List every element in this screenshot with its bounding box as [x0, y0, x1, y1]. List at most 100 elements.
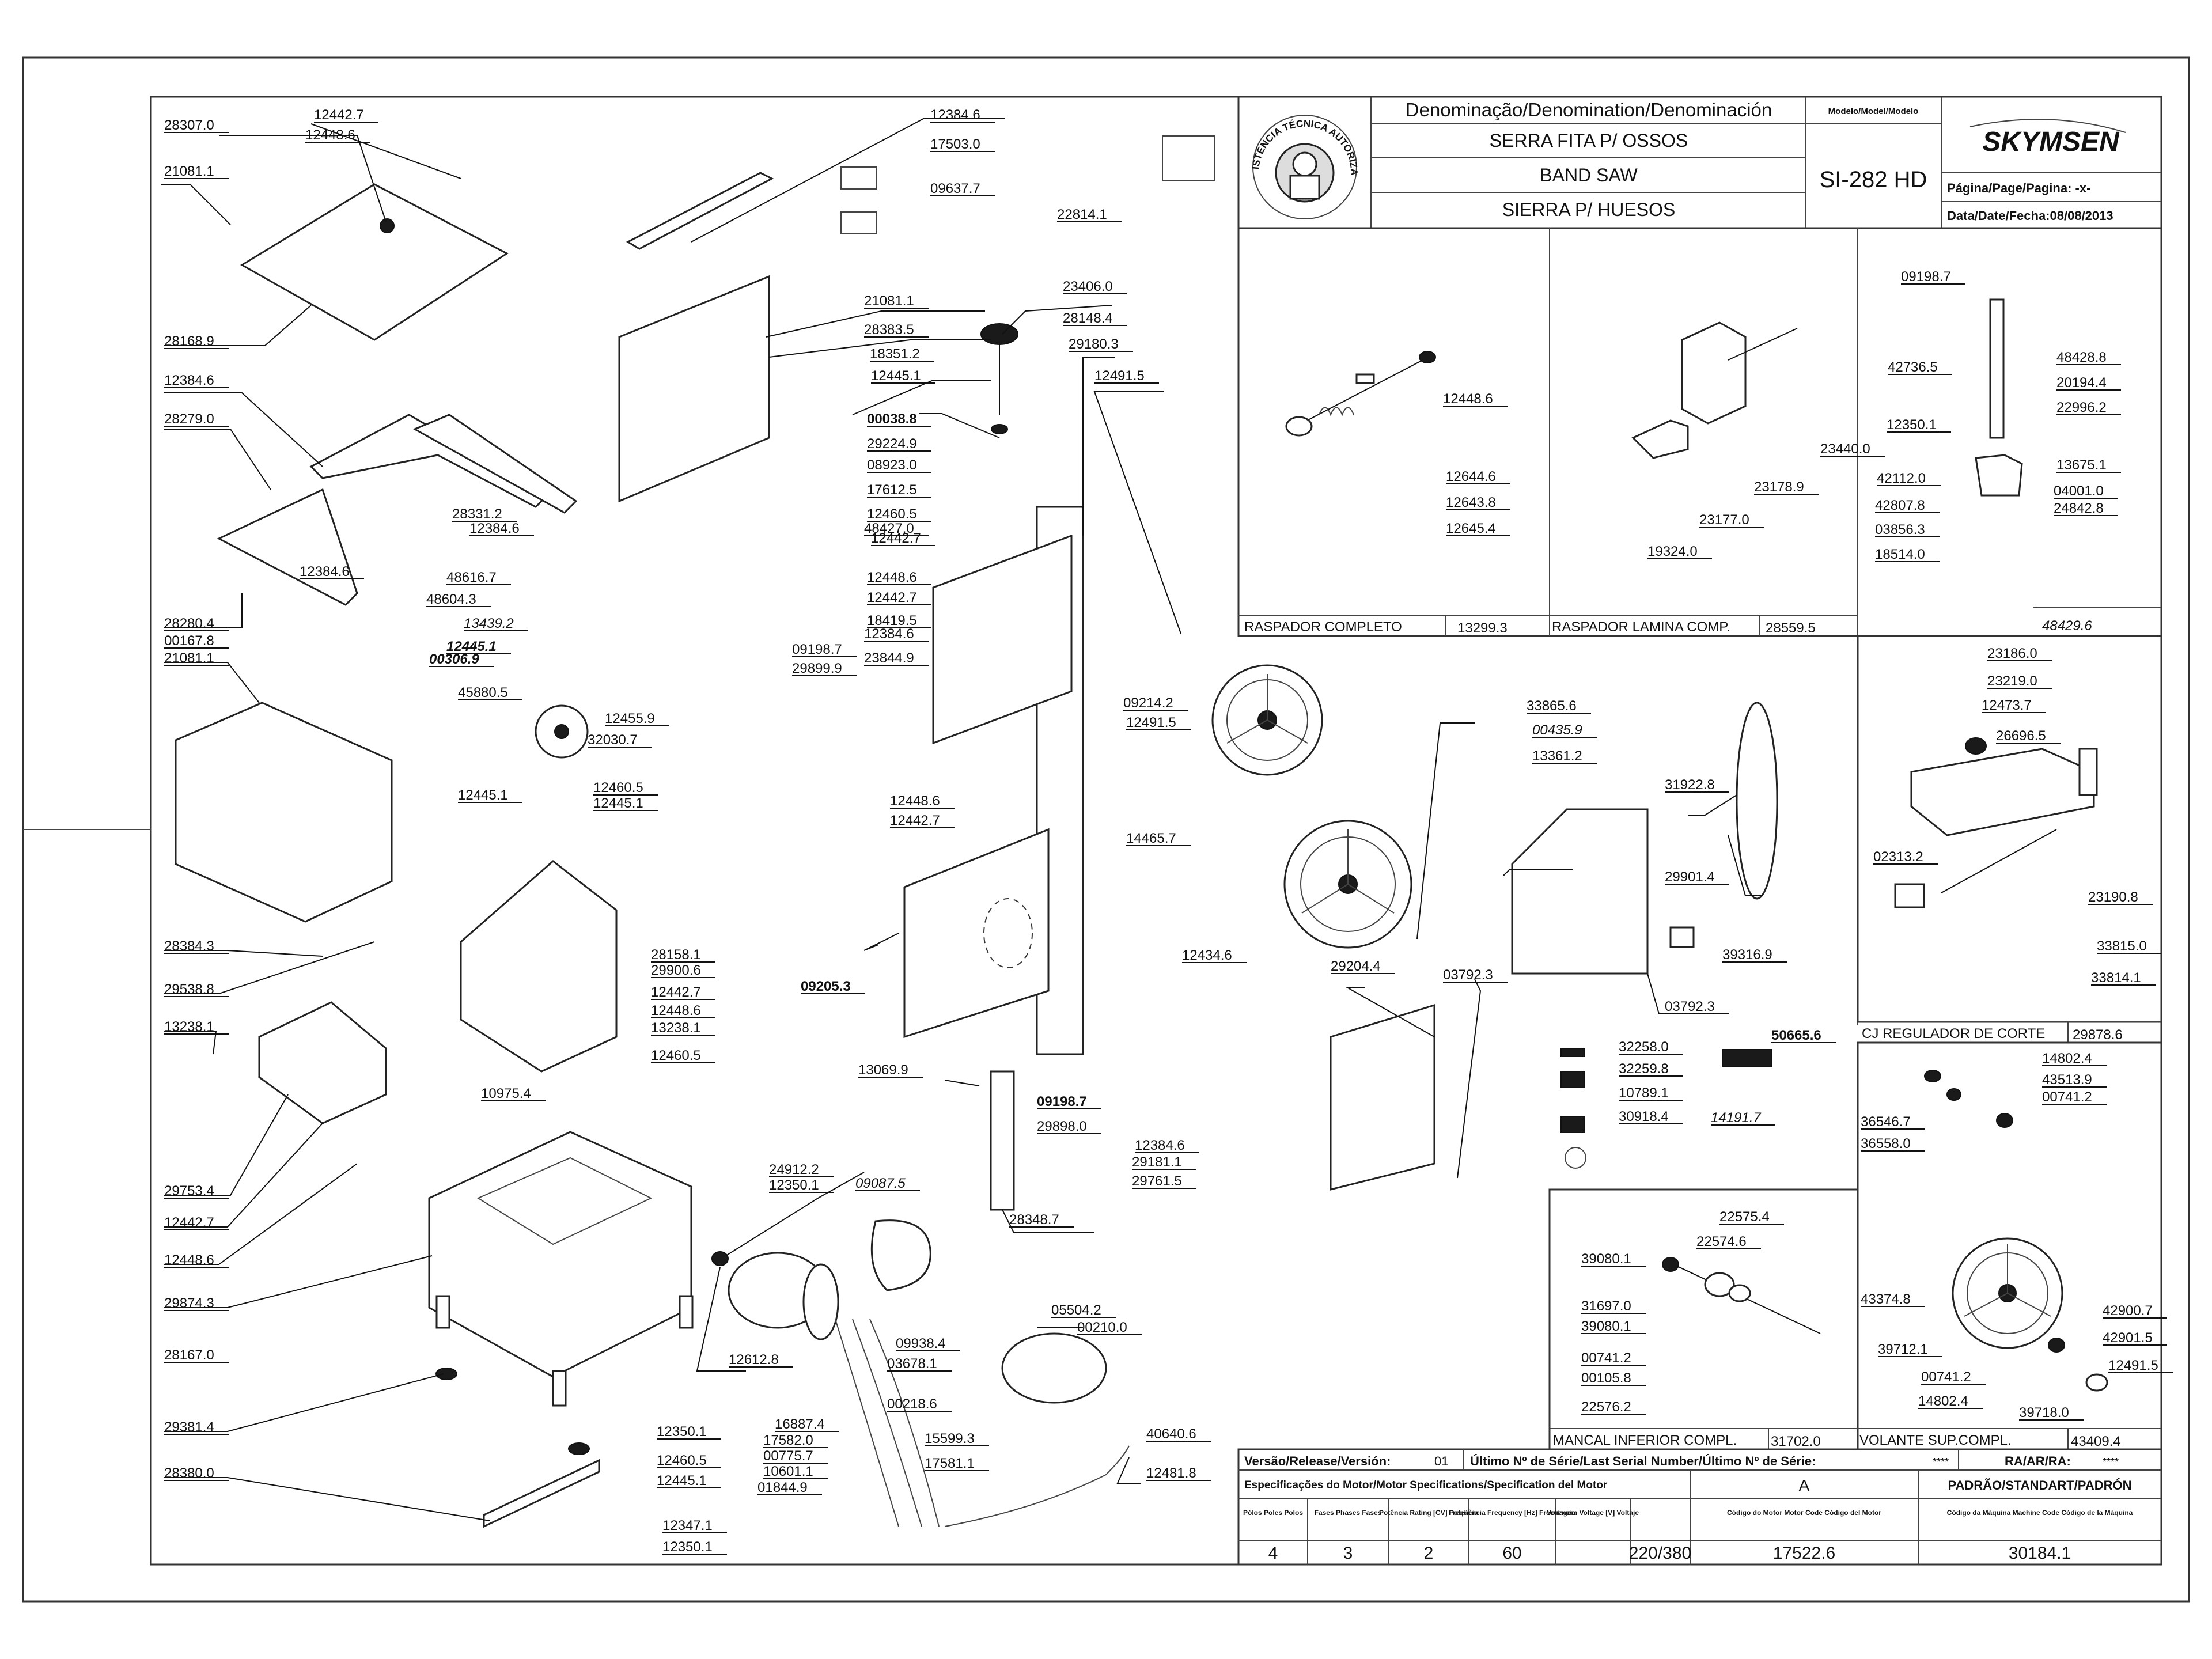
part-callout-box1-2: 12643.8 — [1446, 495, 1496, 510]
base-cabinet-top — [476, 1157, 653, 1245]
motor-code-value: 17522.6 — [1773, 1544, 1835, 1563]
part-callout-left-2: 12448.6 — [305, 127, 355, 143]
part-callout-right_mid-3: 31922.8 — [1665, 777, 1715, 793]
part-callout-left-20: 28380.0 — [164, 1465, 214, 1481]
ra-label: RA/AR/RA: — [2005, 1454, 2071, 1468]
part-callout-left-19: 29381.4 — [164, 1419, 214, 1435]
serial-value: **** — [1933, 1456, 1949, 1468]
part-callout-right_mid-2: 13361.2 — [1532, 748, 1582, 764]
saw-band — [1736, 702, 1778, 900]
part-callout-center-5: 29899.9 — [792, 661, 842, 676]
guide-rail-3 — [412, 414, 578, 514]
part-callout-left-9: 00167.8 — [164, 633, 214, 649]
machine-code-value: 30184.1 — [2009, 1544, 2071, 1563]
part-callout-right_mid-13: 30918.4 — [1619, 1109, 1669, 1124]
part-callout-box6-12: 39718.0 — [2019, 1405, 2069, 1421]
part-callout-left-3: 21081.1 — [164, 164, 214, 179]
ra-value: **** — [2103, 1456, 2119, 1468]
machine-code-header: Código da Máquina Machine Code Código de… — [1947, 1509, 2133, 1517]
part-callout-right_mid-7: 29204.4 — [1331, 959, 1381, 974]
part-callout-center-29: 16887.4 — [775, 1416, 825, 1432]
part-callout-box5-5: 00741.2 — [1581, 1350, 1631, 1366]
part-callout-mid-5: 12460.5 — [651, 1048, 701, 1063]
part-callout-box1-0: 12448.6 — [1443, 391, 1493, 407]
name-en: BAND SAW — [1540, 165, 1638, 185]
part-callout-top_mid-22: 48616.7 — [446, 570, 497, 585]
lower-wheel-cover — [1330, 1003, 1435, 1191]
part-callout-top_mid-10: 08923.0 — [867, 457, 917, 473]
part-callout-right_mid-11: 32259.8 — [1619, 1061, 1669, 1077]
part-callout-left-5: 12384.6 — [164, 373, 214, 388]
part-callout-right_mid-9: 32258.0 — [1619, 1039, 1669, 1055]
part-callout-top_mid-32: 12445.1 — [458, 787, 508, 803]
part-callout-center-7: 12491.5 — [1126, 715, 1176, 730]
callout-labels: 28307.012442.712448.621081.128168.912384… — [164, 107, 2173, 1555]
part-callout-mid-6: 10975.4 — [481, 1086, 531, 1101]
poles-header: Pólos Poles Polos — [1243, 1509, 1303, 1517]
part-callout-top_mid-19: 23844.9 — [864, 650, 914, 666]
part-callout-left-16: 12448.6 — [164, 1252, 214, 1268]
label-plate-3 — [1162, 135, 1215, 181]
part-callout-box4-5: 23190.8 — [2088, 889, 2138, 905]
lower-wheel — [1283, 820, 1412, 949]
part-callout-box6-1: 43513.9 — [2042, 1072, 2092, 1088]
motor — [711, 1251, 839, 1340]
part-callout-top_mid-28: 12455.9 — [605, 711, 655, 726]
part-callout-top_mid-12: 12460.5 — [867, 506, 917, 522]
part-callout-center-2: 29180.3 — [1069, 336, 1119, 352]
part-callout-left-15: 12442.7 — [164, 1215, 214, 1230]
part-callout-box6-7: 39712.1 — [1878, 1342, 1928, 1357]
part-callout-box3-4: 22996.2 — [2056, 400, 2107, 415]
part-callout-right_mid-10: 50665.6 — [1771, 1028, 1821, 1043]
leader-lines — [161, 118, 1763, 1521]
part-callout-box6-9: 00741.2 — [1921, 1369, 1971, 1385]
page-label: Página/Page/Pagina: -x- — [1947, 181, 2090, 195]
part-callout-box3-3: 20194.4 — [2056, 375, 2107, 391]
part-callout-left-13: 13238.1 — [164, 1019, 214, 1035]
mancal-code: 31702.0 — [1771, 1434, 1821, 1449]
part-callout-box4-6: 33815.0 — [2097, 938, 2147, 954]
part-callout-mid-3: 12448.6 — [651, 1003, 701, 1018]
part-callout-center-32: 00775.7 — [763, 1448, 813, 1464]
part-callout-box5-1: 22574.6 — [1696, 1234, 1747, 1249]
box6-upper-wheel-drawing — [1924, 1070, 2108, 1392]
upper-side-panel — [618, 275, 770, 503]
part-callout-box3-11: 03856.3 — [1875, 522, 1925, 537]
part-callout-center-31: 15599.3 — [925, 1431, 975, 1446]
part-callout-left-7: 12384.6 — [300, 564, 350, 579]
col-a-label: A — [1799, 1476, 1810, 1494]
part-callout-center-23: 12612.8 — [729, 1352, 779, 1368]
part-callout-mid-11: 12350.1 — [662, 1539, 713, 1555]
part-callout-top_mid-1: 17503.0 — [930, 137, 980, 152]
part-callout-box3-2: 48428.8 — [2056, 350, 2107, 365]
part-callout-box2-3: 19324.0 — [1647, 544, 1698, 559]
part-callout-center-0: 23406.0 — [1063, 279, 1113, 294]
part-callout-top_mid-30: 12460.5 — [593, 780, 643, 796]
upper-wheel-cover — [1511, 808, 1649, 975]
part-callout-left-0: 28307.0 — [164, 118, 214, 133]
part-callout-center-13: 13069.9 — [858, 1062, 908, 1078]
part-callout-center-37: 12481.8 — [1146, 1465, 1196, 1481]
decal-5 — [1565, 1147, 1586, 1169]
version-label: Versão/Release/Versión: — [1244, 1454, 1391, 1468]
part-callout-right_mid-5: 39316.9 — [1722, 947, 1772, 963]
part-callout-center-19: 28348.7 — [1009, 1212, 1059, 1228]
left-side-panel — [175, 702, 393, 923]
part-callout-top_mid-11: 17612.5 — [867, 482, 917, 498]
date-label: Data/Date/Fecha:08/08/2013 — [1947, 209, 2113, 223]
part-callout-top_mid-2: 09637.7 — [930, 181, 980, 196]
part-callout-box6-10: 12491.5 — [2108, 1358, 2158, 1373]
box4-regulator-drawing — [1894, 737, 2098, 908]
part-callout-center-11: 09205.3 — [801, 979, 851, 994]
part-callout-box4-4: 02313.2 — [1873, 849, 1923, 865]
motor-code-header: Código do Motor Motor Code Código del Mo… — [1727, 1509, 1881, 1517]
volante-code: 43409.4 — [2071, 1434, 2121, 1449]
poles-value: 4 — [1268, 1544, 1278, 1563]
name-pt: SERRA FITA P/ OSSOS — [1490, 130, 1688, 151]
part-callout-center-30: 17582.0 — [763, 1433, 813, 1448]
part-callout-center-28: 00218.6 — [887, 1396, 937, 1412]
part-callout-box3-7: 42112.0 — [1877, 471, 1926, 486]
fence-rail — [626, 172, 774, 250]
part-callout-box3-0: 09198.7 — [1901, 269, 1951, 285]
